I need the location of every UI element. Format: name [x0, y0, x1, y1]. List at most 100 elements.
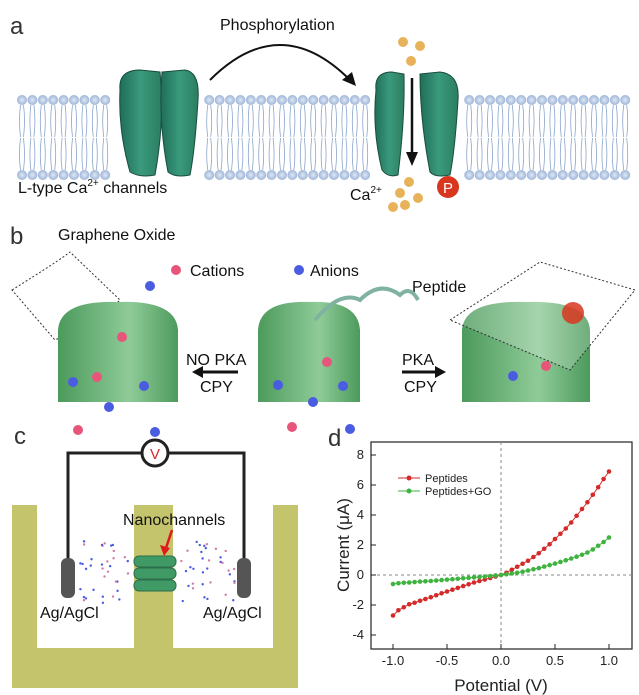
channel-closed-right-half — [160, 69, 199, 177]
data-point-peptides-go — [579, 552, 585, 558]
data-point-peptides — [552, 536, 558, 542]
channel-closed-left-half — [119, 69, 163, 177]
data-point-peptides-go — [471, 575, 477, 580]
peptide-helix — [313, 286, 420, 322]
data-point-peptides-go — [536, 565, 542, 571]
calcium-ions — [388, 37, 425, 212]
lipid-bilayer — [17, 95, 631, 180]
cations-label: Cations — [190, 263, 244, 280]
data-point-peptides-go — [504, 571, 509, 577]
data-point-peptides — [541, 546, 547, 552]
data-point-peptides — [585, 499, 590, 505]
data-point-peptides-go — [406, 580, 412, 585]
data-point-peptides — [579, 506, 585, 512]
data-point-peptides — [536, 550, 542, 556]
data-point-peptides-go — [401, 580, 407, 586]
electrode-left — [61, 558, 75, 598]
data-point-peptides-go — [601, 539, 606, 545]
data-point-peptides-go — [482, 574, 488, 579]
data-point-peptides — [406, 601, 412, 607]
peptide-label: Peptide — [412, 279, 466, 296]
data-point-peptides — [428, 594, 434, 600]
anion-legend-icon — [294, 265, 304, 275]
electrolyte-ions — [79, 540, 236, 605]
data-point-peptides — [455, 585, 461, 591]
x-axis-title: Potential (V) — [454, 676, 548, 695]
x-tick-label: -1.0 — [382, 653, 404, 668]
graphene-oxide-label: Graphene Oxide — [58, 227, 176, 244]
data-point-peptides — [477, 578, 482, 584]
channel-open-left-half — [374, 71, 405, 177]
data-point-peptides-go — [477, 574, 482, 580]
data-point-peptides — [514, 564, 520, 570]
data-point-peptides — [460, 583, 466, 589]
data-point-peptides-go — [595, 543, 601, 549]
data-point-peptides-go — [585, 550, 590, 555]
phosphate-label: P — [443, 180, 453, 197]
data-point-peptides — [568, 520, 574, 525]
data-point-peptides-go — [531, 567, 536, 572]
panel-b: b Graphene Oxide Cations Anions Peptide … — [10, 223, 636, 437]
data-point-peptides — [590, 492, 596, 498]
legend: Peptides Peptides+GO — [398, 473, 492, 498]
data-point-peptides-go — [487, 573, 493, 579]
data-point-peptides-go — [396, 580, 401, 586]
arrowhead-icon — [342, 72, 356, 86]
panel-letter-a: a — [10, 13, 24, 40]
data-point-peptides-go — [493, 573, 498, 578]
data-point-peptides — [396, 607, 401, 613]
legend-marker-peptides-go — [406, 488, 412, 494]
data-point-peptides-go — [541, 564, 547, 569]
data-point-peptides-go — [509, 571, 515, 576]
data-point-peptides-go — [455, 576, 461, 582]
graphene-sheet-right — [448, 261, 636, 371]
data-point-peptides-go — [423, 579, 428, 584]
data-point-peptides — [433, 592, 439, 598]
data-point-peptides — [417, 598, 423, 604]
x-tick-label: 0.0 — [492, 653, 510, 668]
x-tick-label: 1.0 — [600, 653, 618, 668]
data-point-peptides — [563, 526, 569, 531]
panel-letter-c: c — [14, 423, 26, 450]
data-point-peptides — [601, 476, 606, 482]
y-tick-label: 2 — [357, 537, 364, 552]
data-point-peptides-go — [525, 568, 531, 573]
cpy-label-left: CPY — [200, 379, 233, 396]
data-point-peptides-go — [590, 547, 596, 552]
panel-letter-b: b — [10, 223, 23, 250]
panel-c: c V Nanochannels Ag/AgCl Ag/AgCl — [12, 423, 298, 688]
channel-open-right-half — [419, 71, 459, 177]
y-tick-label: 6 — [357, 477, 364, 492]
data-point-peptides-go — [547, 562, 552, 568]
calcium-label: Ca2+ — [350, 185, 382, 204]
phosphate-icon — [437, 176, 459, 198]
data-point-peptides-go — [390, 581, 396, 587]
data-point-peptides — [595, 484, 601, 490]
data-point-peptides — [450, 587, 455, 592]
data-point-peptides-go — [417, 579, 423, 584]
data-point-peptides — [439, 591, 444, 596]
data-point-peptides-go — [563, 558, 569, 563]
pointer-arrow — [164, 529, 174, 549]
y-tick-label: -4 — [352, 627, 364, 642]
x-tick-label: -0.5 — [436, 653, 458, 668]
y-tick-label: 0 — [357, 567, 364, 582]
legend-marker-peptides — [406, 475, 412, 481]
legend-label-peptides: Peptides — [425, 473, 468, 485]
data-point-peptides — [547, 541, 552, 547]
data-point-peptides-go — [439, 577, 444, 583]
y-tick-label: -2 — [352, 597, 364, 612]
data-point-peptides-go — [428, 578, 434, 584]
left-electrode-label: Ag/AgCl — [40, 605, 99, 622]
phosphate-icon — [562, 302, 584, 324]
data-point-peptides — [471, 580, 477, 585]
nanochannels-stack — [133, 555, 177, 592]
y-tick-label: 8 — [357, 447, 364, 462]
data-point-peptides-go — [558, 559, 563, 565]
arrowhead-icon — [435, 366, 446, 378]
data-point-peptides — [466, 582, 471, 587]
y-tick-label: 4 — [357, 507, 364, 522]
data-point-peptides-go — [574, 554, 579, 559]
